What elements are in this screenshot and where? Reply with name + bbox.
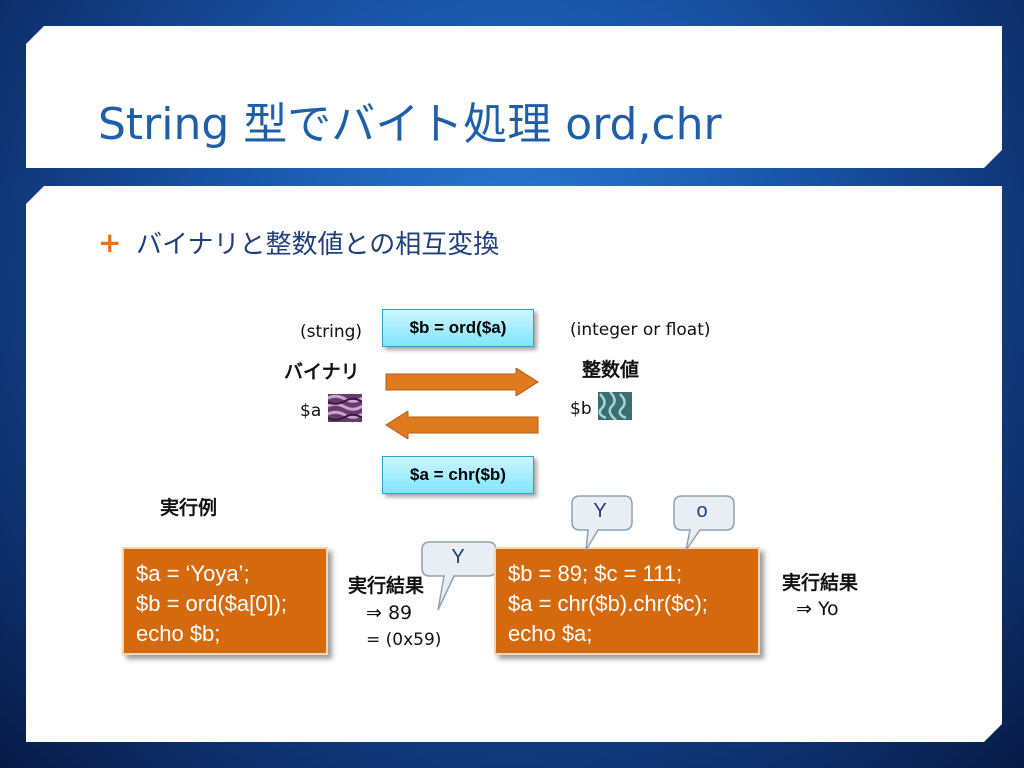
code-line: $b = ord($a[0]); xyxy=(136,591,288,616)
example1-speech-bubble xyxy=(421,541,497,611)
code-line: $a = ‘Yoya’; xyxy=(136,561,250,586)
right-var-label: $b xyxy=(570,399,592,419)
example2-bubble-y-text: Y xyxy=(593,500,607,522)
left-arrow-icon xyxy=(385,411,539,439)
plus-bullet-icon: + xyxy=(98,226,122,259)
ord-function-box: $b = ord($a) xyxy=(382,309,534,347)
example2-bubble-y xyxy=(571,495,633,551)
example-heading: 実行例 xyxy=(160,497,218,519)
example2-bubble-o xyxy=(673,495,735,551)
example2-code-box: $b = 89; $c = 111; $a = chr($b).chr($c);… xyxy=(494,547,760,655)
title-panel xyxy=(26,26,1002,168)
chr-function-box: $a = chr($b) xyxy=(382,456,534,494)
right-integer-label: 整数値 xyxy=(582,359,640,381)
example1-hex-note: = (0x59) xyxy=(366,630,442,650)
example1-bubble-text: Y xyxy=(451,546,465,568)
example1-result-value: ⇒ 89 xyxy=(366,602,413,624)
example1-code-box: $a = ‘Yoya’; $b = ord($a[0]); echo $b; xyxy=(122,547,328,655)
integer-texture-icon xyxy=(598,392,632,420)
left-var-label: $a xyxy=(300,401,322,421)
example2-result-label: 実行結果 xyxy=(782,572,859,594)
bullet-text: バイナリと整数値との相互変換 xyxy=(136,230,500,260)
right-arrow-icon xyxy=(385,368,539,396)
code-line: $a = chr($b).chr($c); xyxy=(508,591,708,616)
code-line: echo $b; xyxy=(136,621,221,646)
example1-result-label: 実行結果 xyxy=(348,575,425,597)
code-line: $b = 89; $c = 111; xyxy=(508,561,683,586)
code-line: echo $a; xyxy=(508,621,593,646)
slide-title: String 型でバイト処理 ord,chr xyxy=(98,99,722,150)
left-type-label: (string) xyxy=(300,322,363,342)
left-binary-label: バイナリ xyxy=(284,361,360,383)
example2-bubble-o-text: o xyxy=(696,500,708,522)
binary-texture-icon xyxy=(328,394,362,422)
example2-result-value: ⇒ Yo xyxy=(796,598,839,620)
right-type-label: (integer or float) xyxy=(570,320,711,340)
